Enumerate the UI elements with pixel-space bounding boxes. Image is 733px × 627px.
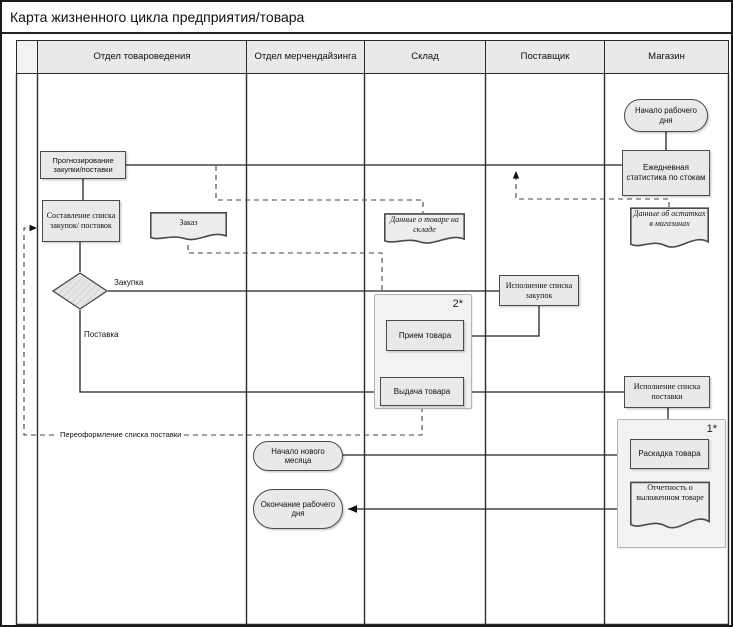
diagram-title: Карта жизненного цикла предприятия/товар…: [2, 2, 731, 34]
node-label: Данные о товаре на складе: [390, 215, 459, 234]
document-shape: [150, 212, 227, 245]
node-forecast-process: Прогнозирование закупки/поставки: [40, 151, 126, 179]
node-delivery-list-execution: Исполнение списка поставки: [624, 376, 710, 408]
edge-label-list-reissue: Переоформление списка поставки: [57, 430, 185, 439]
node-warehouse-goods-data: Данные о товаре на складе: [384, 213, 465, 249]
lane-header-sklad: Склад: [364, 40, 486, 74]
node-label: Заказ: [179, 218, 198, 227]
document-shape: [630, 481, 710, 537]
node-workday-end-event: Окончание рабочего дня: [253, 489, 343, 529]
lane-header-postavshchik: Поставщик: [485, 40, 605, 74]
node-workday-start-event: Начало рабочего дня: [624, 99, 708, 132]
group-multiplicity-label: 2*: [452, 298, 463, 310]
node-displayed-goods-report: Отчетность о выложенном товаре: [630, 481, 710, 537]
lane-header-magazin: Магазин: [604, 40, 729, 74]
node-store-stock-data: Данные об остатках в магазинах: [630, 207, 709, 255]
diamond-shape: [51, 272, 109, 310]
node-daily-stock-statistics: Ежедневная статистика по стокам: [622, 150, 710, 196]
node-label: Данные об остатках в магазинах: [633, 209, 706, 228]
lane-header-spacer: [16, 40, 38, 74]
node-goods-layout: Раскадка товара: [630, 439, 709, 469]
edge-label-delivery: Поставка: [84, 330, 119, 339]
document-shape: [630, 207, 709, 255]
node-order-document: Заказ: [150, 212, 227, 245]
lane-header-merchandising: Отдел мерчендайзинга: [246, 40, 365, 74]
decision-diamond: [51, 272, 109, 310]
node-label: Отчетность о выложенном товаре: [636, 483, 704, 502]
node-goods-receiving: Прием товара: [386, 320, 464, 351]
edge-label-purchase: Закупка: [114, 278, 144, 287]
lane-header-tovarovedenie: Отдел товароведения: [37, 40, 247, 74]
group-multiplicity-label: 1*: [706, 423, 717, 435]
node-month-start-event: Начало нового месяца: [253, 441, 343, 471]
node-purchase-list-execution: Исполнение списка закупок: [499, 275, 579, 306]
node-goods-issue: Выдача товара: [380, 377, 464, 406]
node-compile-purchase-list: Составление списка закупок/ поставок: [42, 200, 120, 242]
